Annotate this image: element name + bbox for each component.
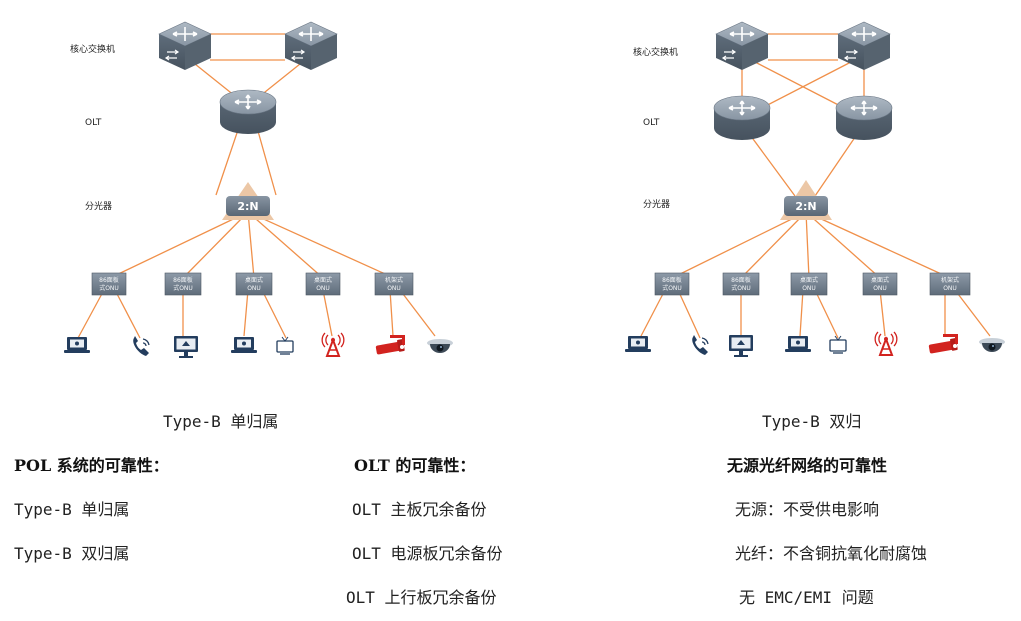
olt-label: OLT (643, 118, 660, 128)
phone-icon (691, 334, 709, 356)
olt-label: OLT (85, 118, 102, 128)
heading-pol-reliability: POL 系统的可靠性： (14, 456, 169, 475)
onu-label: 桌面式 (800, 276, 818, 284)
list-item: OLT 主板冗余备份 (352, 500, 487, 519)
onu-label: 桌面式 (871, 276, 889, 284)
heading-olt-reliability: OLT 的可靠性： (354, 456, 476, 475)
splitter-ratio: 2:N (795, 200, 816, 213)
tv-icon (276, 336, 294, 355)
onu-box: 机架式 ONU (374, 272, 414, 296)
core-switch-icon (284, 21, 338, 71)
list-item: OLT 上行板冗余备份 (346, 588, 497, 607)
onu-box: 桌面式 ONU (790, 272, 828, 296)
onu-box: 86面板 式ONU (164, 272, 202, 296)
camera-icon (375, 335, 405, 355)
network-diagrams: 2:N 核心交换机 OLT 分光器 86面板 式ONU 86面板 式ONU 桌面… (64, 21, 1005, 358)
laptop-icon (64, 337, 90, 353)
list-item: Type-B 单归属 (14, 500, 130, 519)
core-switch-icon (715, 21, 769, 71)
phone-icon (132, 335, 150, 357)
laptop-icon (231, 337, 257, 353)
onu-box: 86面板 式ONU (91, 272, 127, 296)
list-item: 无 EMC/EMI 问题 (739, 588, 874, 607)
splitter-label: 分光器 (85, 200, 112, 212)
onu-label: ONU (873, 285, 887, 292)
dome-camera-icon (427, 339, 453, 353)
onu-box: 86面板 式ONU (654, 272, 690, 296)
onu-label: 式ONU (731, 284, 751, 292)
onu-label: ONU (387, 285, 401, 292)
splitter-ratio: 2:N (237, 200, 258, 213)
splitter-icon: 2:N (780, 180, 832, 220)
onu-label: 式ONU (99, 284, 119, 292)
caption-dual-homing: Type-B 双归 (762, 412, 862, 431)
list-item: 光纤：不含铜抗氧化耐腐蚀 (735, 544, 928, 563)
monitor-icon (729, 335, 753, 357)
onu-box: 机架式 ONU (929, 272, 971, 296)
list-item: Type-B 双归属 (14, 544, 130, 563)
onu-label: ONU (943, 285, 957, 292)
onu-label: 式ONU (173, 284, 193, 292)
laptop-icon (785, 336, 811, 352)
tv-icon (829, 335, 847, 354)
fiber-links (639, 33, 991, 339)
splitter-icon: 2:N (222, 182, 274, 220)
onu-label: 86面板 (731, 276, 751, 284)
olt-router-icon (835, 95, 893, 141)
onu-label: ONU (802, 285, 816, 292)
onu-box: 桌面式 ONU (235, 272, 273, 296)
camera-icon (928, 334, 958, 354)
dome-camera-icon (979, 338, 1005, 352)
onu-label: 式ONU (662, 284, 682, 292)
monitor-icon (174, 336, 198, 358)
laptop-icon (625, 336, 651, 352)
fiber-links (77, 33, 436, 339)
onu-label: 桌面式 (245, 276, 263, 284)
olt-router-icon (219, 89, 277, 135)
core-switch-label: 核心交换机 (70, 43, 115, 55)
core-switch-icon (837, 21, 891, 71)
onu-label: 机架式 (385, 276, 403, 284)
caption-single-homing: Type-B 单归属 (163, 412, 279, 431)
onu-box: 桌面式 ONU (862, 272, 898, 296)
list-item: 无源：不受供电影响 (735, 500, 880, 519)
list-item: OLT 电源板冗余备份 (352, 544, 503, 563)
antenna-icon (874, 331, 898, 356)
diagram-dual-homing: 2:N 核心交换机 OLT 分光器 86面板 式ONU 86面板 式ONU 桌面… (625, 21, 1005, 357)
heading-passive-network-reliability: 无源光纤网络的可靠性 (727, 456, 888, 475)
onu-box: 86面板 式ONU (722, 272, 760, 296)
onu-label: ONU (316, 285, 330, 292)
splitter-label: 分光器 (643, 198, 670, 210)
onu-label: 86面板 (173, 276, 193, 284)
olt-router-icon (713, 95, 771, 141)
onu-label: 86面板 (662, 276, 682, 284)
diagram-single-homing: 2:N 核心交换机 OLT 分光器 86面板 式ONU 86面板 式ONU 桌面… (64, 21, 453, 358)
core-switch-label: 核心交换机 (633, 46, 678, 58)
core-switch-icon (158, 21, 212, 71)
onu-label: 86面板 (99, 276, 119, 284)
onu-label: 桌面式 (314, 276, 332, 284)
onu-box: 桌面式 ONU (305, 272, 341, 296)
onu-label: 机架式 (941, 276, 959, 284)
antenna-icon (321, 332, 345, 357)
onu-label: ONU (247, 285, 261, 292)
